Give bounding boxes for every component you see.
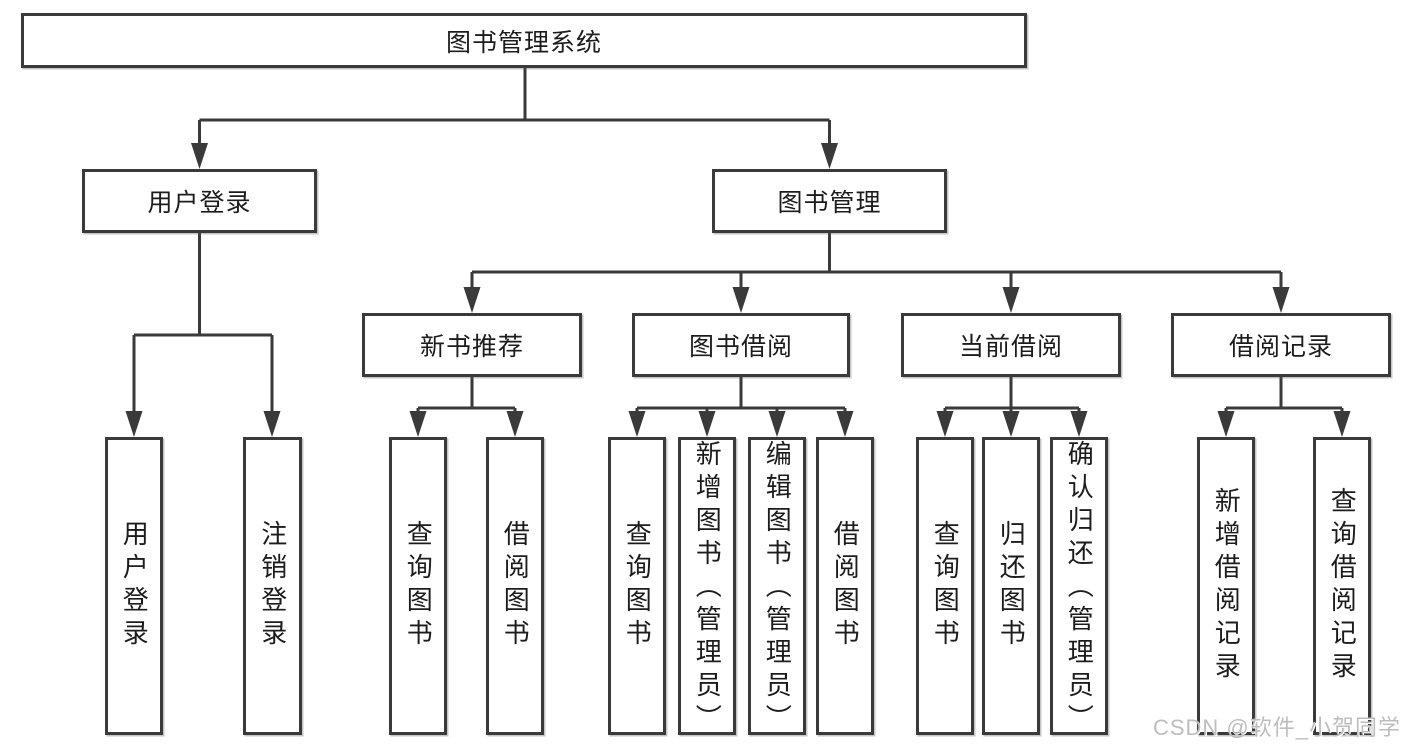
leaf-borrow-books-recommend: 借阅图书 bbox=[486, 437, 544, 735]
leaf-add-book-admin: 新增图书（管理员） bbox=[678, 437, 736, 737]
leaf-edit-book-admin: 编辑图书（管理员） bbox=[748, 437, 806, 737]
leaf-query-books-recommend: 查询图书 bbox=[389, 437, 447, 735]
leaf-query-books-borrowing: 查询图书 bbox=[608, 437, 666, 735]
node-user-login: 用户登录 bbox=[82, 169, 317, 233]
node-borrowing-records: 借阅记录 bbox=[1171, 313, 1391, 377]
node-new-book-recommend: 新书推荐 bbox=[362, 313, 582, 377]
leaf-logout-label: 注销登录 bbox=[257, 520, 288, 652]
leaf-add-borrow-record-label: 新增借阅记录 bbox=[1211, 487, 1242, 685]
leaf-return-book-label: 归还图书 bbox=[996, 520, 1027, 652]
leaf-add-borrow-record: 新增借阅记录 bbox=[1197, 437, 1255, 735]
node-book-borrowing: 图书借阅 bbox=[632, 313, 850, 377]
leaf-borrow-books-borrowing-label: 借阅图书 bbox=[830, 520, 861, 652]
leaf-user-login: 用户登录 bbox=[105, 437, 163, 735]
leaf-confirm-return-admin-label: 确认归还（管理员） bbox=[1064, 440, 1095, 737]
node-book-management: 图书管理 bbox=[712, 169, 947, 233]
leaf-query-borrow-record: 查询借阅记录 bbox=[1313, 437, 1371, 735]
leaf-logout: 注销登录 bbox=[243, 437, 302, 735]
node-root-library-management-system: 图书管理系统 bbox=[21, 13, 1027, 68]
leaf-confirm-return-admin: 确认归还（管理员） bbox=[1050, 437, 1108, 737]
leaf-query-books-current-label: 查询图书 bbox=[930, 520, 961, 652]
leaf-query-books-current: 查询图书 bbox=[916, 437, 974, 735]
leaf-add-book-admin-label: 新增图书（管理员） bbox=[692, 440, 723, 737]
csdn-watermark: CSDN @软件_小贺同学 bbox=[1152, 715, 1401, 740]
leaf-query-books-recommend-label: 查询图书 bbox=[403, 520, 434, 652]
leaf-query-borrow-record-label: 查询借阅记录 bbox=[1327, 487, 1358, 685]
leaf-borrow-books-borrowing: 借阅图书 bbox=[816, 437, 874, 735]
leaf-edit-book-admin-label: 编辑图书（管理员） bbox=[762, 440, 793, 737]
leaf-user-login-label: 用户登录 bbox=[119, 520, 150, 652]
leaf-return-book: 归还图书 bbox=[982, 437, 1040, 735]
leaf-borrow-books-recommend-label: 借阅图书 bbox=[500, 520, 531, 652]
leaf-query-books-borrowing-label: 查询图书 bbox=[622, 520, 653, 652]
node-current-borrowing: 当前借阅 bbox=[901, 313, 1121, 377]
